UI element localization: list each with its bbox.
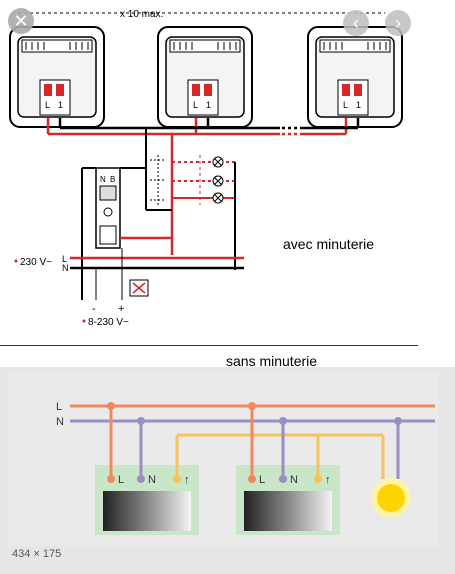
svg-text:8-230 V~: 8-230 V~ xyxy=(88,317,129,328)
wiring-diagram-with-timer: x 10 max. L 1 L xyxy=(9,9,403,328)
caption-with-timer: avec minuterie xyxy=(283,236,375,252)
svg-text:L: L xyxy=(118,474,124,486)
lamp-icon xyxy=(371,417,411,518)
wiring-diagram-bottom-svg: L N L N ↑ xyxy=(8,373,438,546)
svg-text:L: L xyxy=(56,401,62,413)
svg-text:B: B xyxy=(110,175,115,184)
image-dimensions-label: 434 × 175 xyxy=(12,548,62,560)
svg-text:-: - xyxy=(92,303,96,315)
detector-module-2: L 1 xyxy=(157,26,253,128)
svg-text:+: + xyxy=(118,303,124,315)
svg-text:1: 1 xyxy=(356,100,361,110)
timer-module: N B xyxy=(81,167,172,300)
svg-text:N: N xyxy=(290,474,298,486)
wiring-diagram-without-timer: L N L N ↑ xyxy=(0,367,455,574)
svg-text:L: L xyxy=(259,474,265,486)
svg-text:N: N xyxy=(148,474,156,486)
svg-text:L: L xyxy=(343,100,348,110)
switch-module-1: L N ↑ xyxy=(95,402,199,535)
bus-wires xyxy=(46,118,360,136)
svg-text:1: 1 xyxy=(206,100,211,110)
svg-text:1: 1 xyxy=(58,100,63,110)
detector-module-3: L 1 xyxy=(307,26,403,128)
next-icon[interactable]: › xyxy=(385,10,411,36)
lamps xyxy=(172,155,236,270)
svg-text:N: N xyxy=(62,263,69,273)
svg-text:L: L xyxy=(193,100,198,110)
svg-text:N: N xyxy=(56,416,64,428)
close-icon[interactable]: ✕ xyxy=(8,8,34,34)
svg-text:↑: ↑ xyxy=(184,474,190,486)
switch-module-2: L N ↑ xyxy=(236,402,340,535)
svg-text:N: N xyxy=(100,175,106,184)
repeat-label: x 10 max. xyxy=(120,9,163,20)
caption-without-timer: sans minuterie xyxy=(226,353,318,369)
mains-lines: 230 V~ L N xyxy=(14,254,244,273)
wiring-diagram-top-svg: x 10 max. L 1 L xyxy=(9,9,403,328)
svg-text:L: L xyxy=(62,254,67,264)
detector-module-1: L 1 xyxy=(9,26,105,128)
svg-text:L: L xyxy=(45,100,50,110)
svg-text:230 V~: 230 V~ xyxy=(20,257,52,268)
low-voltage-control: - + 8-230 V~ xyxy=(82,248,149,328)
svg-text:↑: ↑ xyxy=(325,474,331,486)
prev-icon[interactable]: ‹ xyxy=(343,10,369,36)
pushbuttons xyxy=(146,155,172,211)
divider xyxy=(0,345,418,346)
